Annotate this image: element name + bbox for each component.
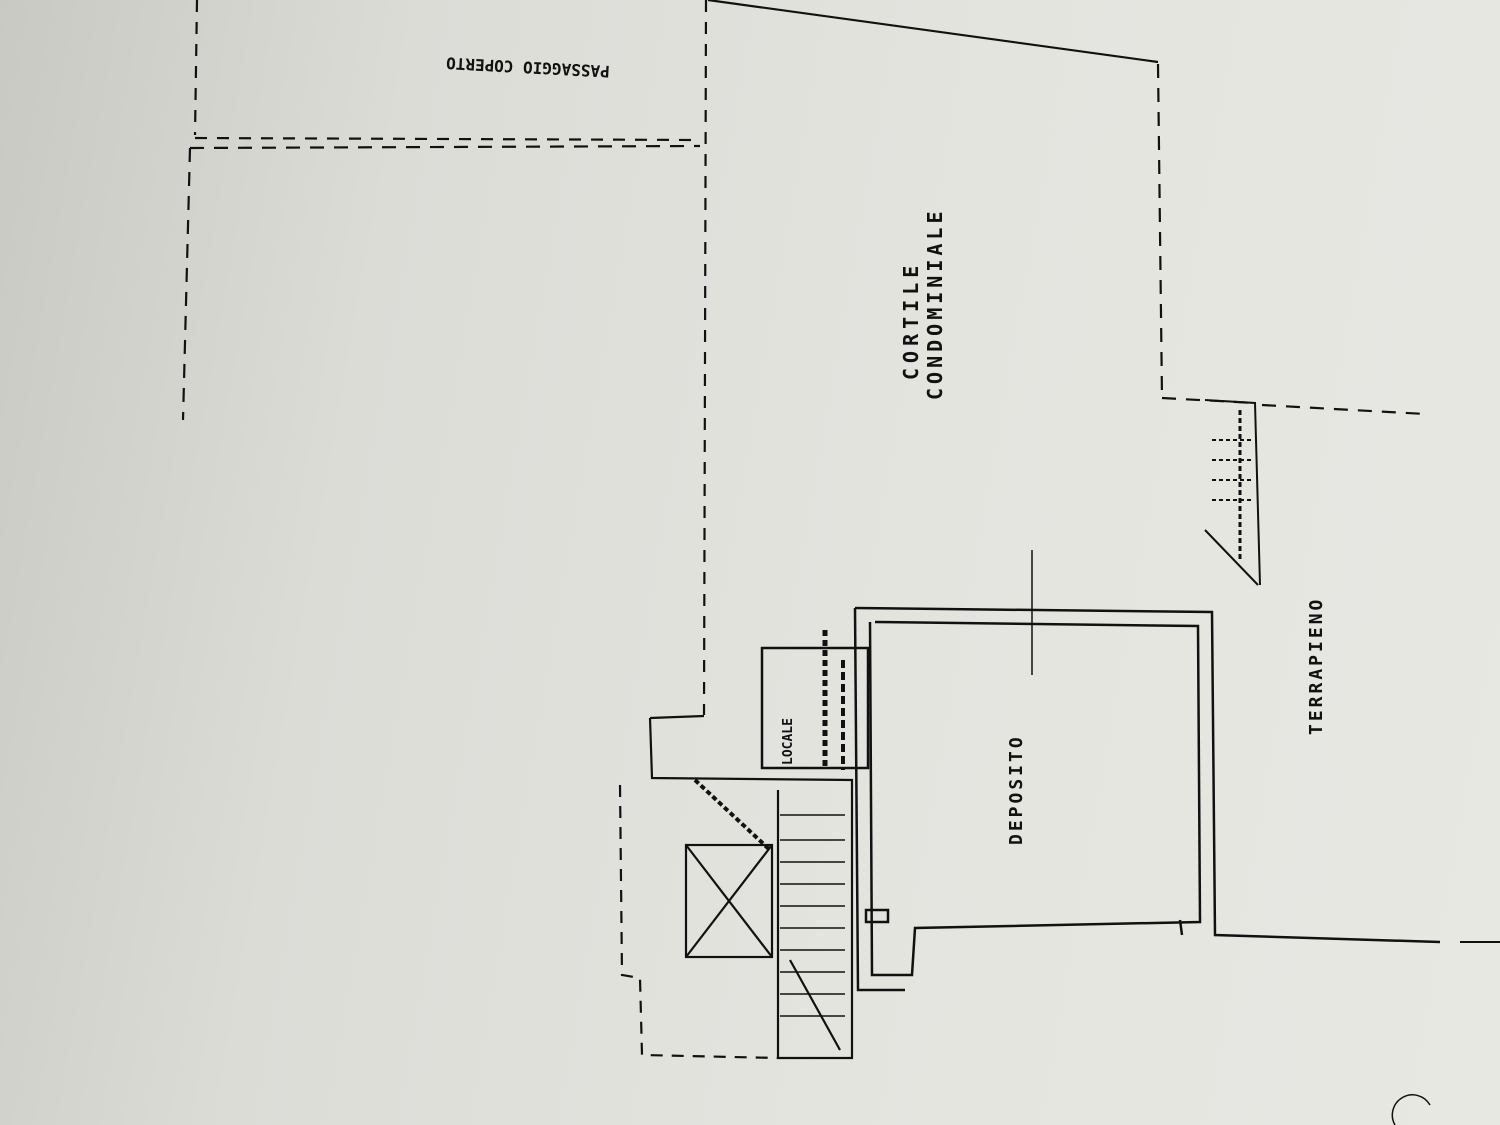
stair-steps — [780, 814, 845, 1017]
passage-label: PASSAGGIO COPERTO — [446, 53, 611, 81]
storage-label: DEPOSITO — [1006, 734, 1027, 845]
stair-surround — [618, 784, 779, 1060]
left-area-boundary — [181, 144, 701, 421]
courtyard-label-1: CORTILE — [899, 261, 923, 380]
room-walls — [760, 630, 870, 770]
exterior-stairs — [1204, 399, 1261, 586]
room-label: LOCALE — [781, 718, 796, 765]
embankment-label: TERRAPIENO — [1306, 597, 1327, 735]
courtyard-boundary — [1156, 63, 1426, 416]
courtyard-label-2: CONDOMINIALE — [923, 208, 947, 401]
page-number-circle — [1391, 1094, 1431, 1125]
stair-block — [648, 714, 854, 1060]
storage-walls — [853, 606, 1441, 992]
passage-boundary — [193, 0, 708, 716]
courtyard-top-edge — [707, 0, 1159, 64]
